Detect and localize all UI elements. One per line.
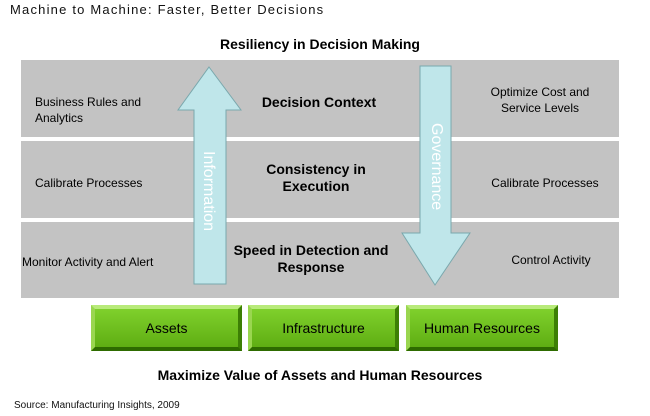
row2-center-text: Consistency in Execution	[266, 161, 366, 194]
row1-center-text: Decision Context	[261, 94, 377, 110]
top-heading: Resiliency in Decision Making	[220, 36, 420, 52]
box-human-resources: Human Resources	[406, 305, 558, 351]
row1-left-text: Business Rules and Analytics	[35, 95, 142, 125]
row2-right-text: Calibrate Processes	[491, 176, 599, 190]
row3-right-text: Control Activity	[511, 253, 591, 267]
bottom-heading: Maximize Value of Assets and Human Resou…	[157, 367, 483, 383]
page-title: Machine to Machine: Faster, Better Decis…	[10, 2, 325, 17]
governance-label: Governance	[428, 123, 445, 211]
box-assets: Assets	[91, 305, 242, 351]
band-speed	[21, 222, 619, 298]
band-decision-context	[21, 60, 619, 137]
governance-down-arrow	[401, 65, 471, 286]
box-infrastructure: Infrastructure	[248, 305, 399, 351]
information-up-arrow	[177, 66, 242, 285]
row1-right-text: Optimize Cost and Service Levels	[490, 85, 590, 115]
band-consistency	[21, 141, 619, 218]
row3-center-text: Speed in Detection and Response	[233, 242, 389, 275]
source-note: Source: Manufacturing Insights, 2009	[14, 400, 180, 411]
information-label: Information	[200, 151, 217, 232]
row2-left-text: Calibrate Processes	[35, 176, 143, 190]
row3-left-text: Monitor Activity and Alert	[22, 255, 154, 269]
